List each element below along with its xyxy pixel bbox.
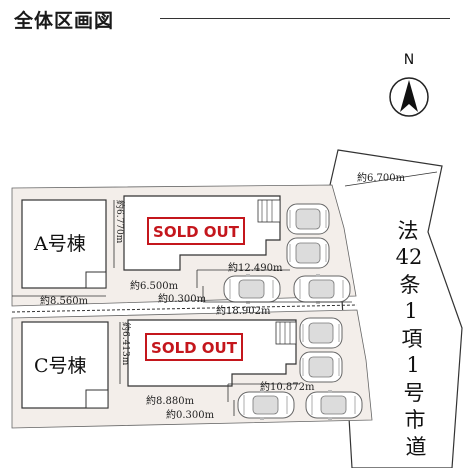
- road-label-char: 1: [404, 299, 417, 323]
- dim-c-gap: 約0.300m: [166, 408, 215, 421]
- road-label-char: 道: [406, 435, 427, 459]
- dim-a-frontage-2: 約6.500m: [130, 279, 179, 292]
- road-label-char: 42: [396, 245, 423, 269]
- parking-car: [293, 273, 351, 305]
- dim-a-lot-width: 約8.560m: [40, 294, 89, 307]
- dim-a-frontage-1: 約12.490m: [228, 261, 283, 274]
- sold-out-badge-1: [147, 217, 245, 245]
- road-width-dim-line: [344, 171, 438, 187]
- parking-car: [223, 273, 281, 305]
- building-c-label: C号棟: [34, 355, 87, 377]
- parking-car: [286, 237, 330, 269]
- sold-out-label-1: SOLD OUT: [153, 223, 240, 241]
- dim-a-frontage-3: 約18.902m: [216, 304, 271, 317]
- north-label: N: [404, 52, 414, 68]
- sold-out-badge-2: [145, 333, 243, 361]
- dim-c-vertical: 約6.413m: [120, 322, 132, 366]
- page-title: 全体区画図: [14, 10, 115, 32]
- sold-out-label-2: SOLD OUT: [151, 339, 238, 357]
- road-label-char: 条: [400, 273, 421, 297]
- north-arrow-icon: N: [389, 52, 429, 117]
- building-c-porch: [85, 389, 109, 409]
- road-label-char: 項: [402, 327, 423, 351]
- title-rule: [160, 18, 450, 19]
- lot-boundary: [11, 304, 358, 313]
- building-a-label: A号棟: [33, 233, 86, 255]
- road-label-char: 市: [405, 408, 426, 432]
- parking-car: [305, 389, 363, 421]
- parking-car: [237, 389, 295, 421]
- building-a-porch: [85, 271, 107, 289]
- parking-car: [299, 351, 343, 383]
- dim-c-frontage-2: 約8.880m: [146, 394, 195, 407]
- parking-car: [299, 317, 343, 349]
- dim-a-gap: 約0.300m: [158, 292, 207, 305]
- parking-car: [286, 203, 330, 235]
- road-label-char: 号: [404, 381, 425, 405]
- dim-c-frontage-1: 約10.872m: [260, 380, 315, 393]
- dim-a-vertical: 約6.770m: [114, 200, 126, 244]
- road-label-char: 法: [398, 219, 419, 243]
- dim-road-width: 約6.700m: [357, 171, 406, 184]
- road-label-char: 1: [406, 353, 419, 377]
